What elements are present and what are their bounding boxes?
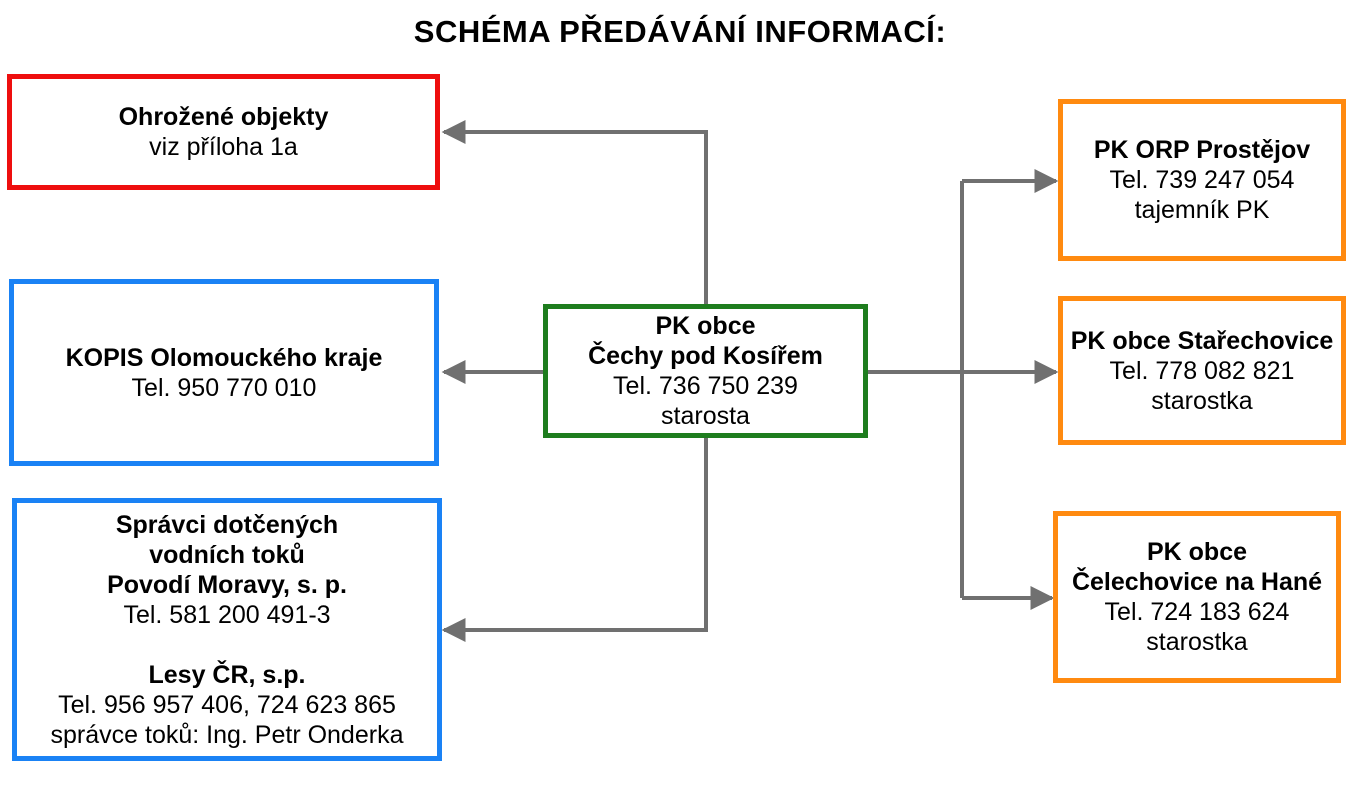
celechovice-role: starostka: [1146, 628, 1248, 656]
starechovice-role: starostka: [1151, 386, 1253, 415]
kopis-phone: Tel. 950 770 010: [131, 373, 317, 402]
box-spravci-toku: Správci dotčených vodních toků Povodí Mo…: [12, 498, 442, 761]
orp-role: tajemník PK: [1134, 196, 1270, 224]
ohrozene-ref: viz příloha 1a: [149, 133, 298, 161]
lesy-spravce: správce toků: Ing. Petr Onderka: [50, 720, 404, 749]
celechovice-heading-1: PK obce: [1146, 538, 1248, 566]
orp-phone: Tel. 739 247 054: [1109, 166, 1295, 194]
arrow-to-ohrozene: [441, 120, 708, 304]
spravci-heading-1: Správci dotčených: [115, 510, 339, 539]
celechovice-phone: Tel. 724 183 624: [1104, 598, 1290, 626]
lesy-phone: Tel. 956 957 406, 724 623 865: [58, 690, 396, 719]
box-kopis: KOPIS Olomouckého kraje Tel. 950 770 010: [9, 279, 439, 466]
povodi-phone: Tel. 581 200 491-3: [123, 600, 331, 629]
box-center-pk-obce: PK obce Čechy pod Kosířem Tel. 736 750 2…: [543, 304, 868, 438]
povodi-heading: Povodí Moravy, s. p.: [107, 570, 347, 599]
arrow-to-spravci: [441, 438, 708, 642]
box-pk-celechovice: PK obce Čelechovice na Hané Tel. 724 183…: [1053, 511, 1341, 683]
box-pk-starechovice: PK obce Stařechovice Tel. 778 082 821 st…: [1058, 296, 1346, 445]
kopis-heading: KOPIS Olomouckého kraje: [65, 343, 383, 372]
lesy-heading: Lesy ČR, s.p.: [148, 660, 306, 689]
orp-heading: PK ORP Prostějov: [1093, 136, 1311, 164]
spravci-heading-2: vodních toků: [149, 540, 305, 569]
celechovice-heading-2: Čelechovice na Hané: [1071, 568, 1323, 596]
ohrozene-heading: Ohrožené objekty: [118, 103, 329, 131]
starechovice-heading: PK obce Stařechovice: [1070, 326, 1334, 355]
starechovice-phone: Tel. 778 082 821: [1109, 356, 1295, 385]
center-role: starosta: [661, 402, 750, 430]
box-pk-orp-prostejov: PK ORP Prostějov Tel. 739 247 054 tajemn…: [1058, 99, 1346, 261]
diagram-title: SCHÉMA PŘEDÁVÁNÍ INFORMACÍ:: [413, 14, 947, 49]
box-ohrozene-objekty: Ohrožené objekty viz příloha 1a: [7, 74, 440, 190]
center-phone: Tel. 736 750 239: [613, 372, 798, 400]
center-heading-2: Čechy pod Kosířem: [588, 342, 823, 370]
center-heading-1: PK obce: [655, 312, 756, 340]
